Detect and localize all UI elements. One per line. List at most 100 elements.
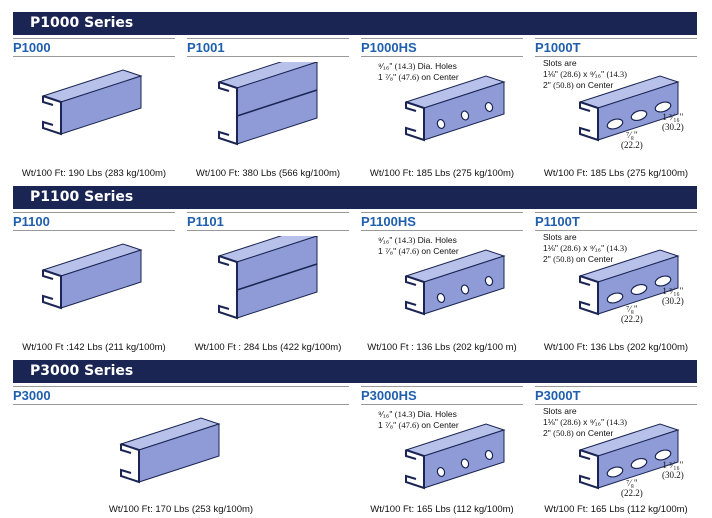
note-text: x ⁹⁄₁₆" — [580, 243, 607, 253]
note-text: Dia. Holes — [415, 235, 457, 245]
product-title: P1000HS — [361, 38, 523, 57]
note-text: 1 ⁷⁄₈" — [378, 72, 399, 82]
note-text: (50.8) — [553, 80, 574, 90]
channel-end-profile — [218, 255, 238, 320]
slot — [654, 275, 672, 287]
note-text: Slots are — [543, 232, 577, 242]
dim-inch: ⁷⁄₈" — [626, 478, 638, 488]
dim-inch: 1 ³⁄₁₆" — [662, 460, 684, 470]
product-weight: Wt/100 Ft: 185 Lbs (275 kg/100m) — [369, 168, 515, 179]
note-line: 2" (50.8) on Center — [543, 428, 627, 439]
product-p1100t: P1100T Wt/100 Ft: 136 Lbs (202 kg/100m) Sl… — [535, 212, 697, 356]
note-text: on Center — [573, 428, 614, 438]
channel-illustration — [404, 75, 506, 142]
slot — [654, 101, 672, 113]
note-text: Slots are — [543, 58, 577, 68]
slot — [606, 466, 624, 478]
note-line: 1 ⁷⁄₈" (47.6) on Center — [378, 72, 459, 83]
product-weight: Wt/100 Ft: 170 Lbs (253 kg/100m) — [108, 504, 254, 515]
note-text: ⁹⁄₁₆" — [378, 61, 395, 71]
dim-mm: (22.2) — [621, 488, 643, 498]
product-weight: Wt/100 Ft: 165 Lbs (112 kg/100m) — [370, 504, 514, 515]
product-title: P1000 — [13, 38, 175, 57]
note-text: 1⅛" — [543, 243, 561, 253]
note-text: on Center — [419, 72, 459, 82]
hole — [436, 118, 446, 130]
channel-end-profile — [579, 101, 599, 142]
channel-end-profile — [579, 449, 599, 490]
product-title: P1100T — [535, 212, 697, 231]
note-line: 2" (50.8) on Center — [543, 254, 627, 265]
channel-illustration — [119, 417, 221, 484]
product-title: P3000HS — [361, 386, 523, 405]
dim-mm: (22.2) — [621, 140, 643, 150]
channel-end-profile — [42, 269, 62, 310]
product-title: P3000T — [535, 386, 697, 405]
note-text: Dia. Holes — [415, 409, 457, 419]
product-weight: Wt/100 Ft : 284 Lbs (422 kg/100m) — [194, 342, 342, 353]
product-weight: Wt/100 Ft: 190 Lbs (283 kg/100m) — [21, 168, 167, 179]
product-p3000hs: P3000HS Wt/100 Ft: 165 Lbs (112 kg/100m) ⁹… — [361, 386, 523, 518]
note-text: 1 ⁷⁄₈" — [378, 246, 399, 256]
product-title: P1100 — [13, 212, 175, 231]
hole — [484, 275, 494, 287]
product-title: P3000 — [13, 386, 349, 405]
dim-mm: (30.2) — [662, 122, 684, 132]
channel-weld-seam — [236, 263, 318, 291]
note-text: on Center — [573, 80, 614, 90]
product-title: P1101 — [187, 212, 349, 231]
section-header-p1100: P1100 Series — [13, 186, 697, 209]
channel-illustration — [578, 75, 680, 142]
hole — [460, 110, 470, 121]
note-text: ⁹⁄₁₆" — [378, 235, 395, 245]
note-line: Slots are — [543, 406, 627, 417]
product-weight: Wt/100 Ft: 380 Lbs (566 kg/100m) — [195, 168, 341, 179]
slot — [606, 292, 624, 304]
note-text: x ⁹⁄₁₆" — [580, 417, 607, 427]
dim-inch: 1 ³⁄₁₆" — [662, 286, 684, 296]
note-line: Slots are — [543, 58, 627, 69]
note-text: (28.6) — [560, 69, 581, 79]
note-text: (28.6) — [560, 243, 581, 253]
slot — [630, 457, 648, 470]
channel-illustration — [217, 62, 319, 146]
note-text: on Center — [419, 246, 459, 256]
note-line: ⁹⁄₁₆" (14.3) Dia. Holes — [378, 409, 459, 420]
section-header-p3000: P3000 Series — [13, 360, 697, 383]
note-text: on Center — [573, 254, 614, 264]
channel-illustration — [404, 249, 506, 316]
channel-end-profile — [405, 449, 425, 490]
note-text: Dia. Holes — [415, 61, 457, 71]
dim-slot-label: ⁷⁄₈"(22.2) — [621, 478, 643, 498]
note-text: (14.3) — [606, 243, 628, 253]
hole — [436, 466, 446, 478]
product-title: P1000T — [535, 38, 697, 57]
note-line: 1 ⁷⁄₈" (47.6) on Center — [378, 420, 459, 431]
hole — [436, 292, 446, 304]
channel-illustration — [41, 69, 143, 136]
note-text: 2" — [543, 254, 554, 264]
product-weight: Wt/100 Ft: 136 Lbs (202 kg/100m) — [543, 342, 689, 353]
hole — [484, 449, 494, 461]
note-text: (14.3) — [606, 69, 628, 79]
hole — [460, 458, 470, 469]
channel-illustration — [217, 236, 319, 320]
dim-inch: ⁷⁄₈" — [626, 304, 638, 314]
slot — [654, 449, 672, 461]
channel-illustration — [404, 423, 506, 490]
product-title: P1100HS — [361, 212, 523, 231]
dim-mm: (30.2) — [662, 470, 684, 480]
product-weight: Wt/100 Ft: 185 Lbs (275 kg/100m) — [543, 168, 689, 179]
slot — [630, 109, 648, 122]
note-text: (14.3) — [394, 61, 416, 71]
slot — [630, 283, 648, 296]
note-text: (14.3) — [606, 417, 628, 427]
note-text: (50.8) — [553, 254, 574, 264]
